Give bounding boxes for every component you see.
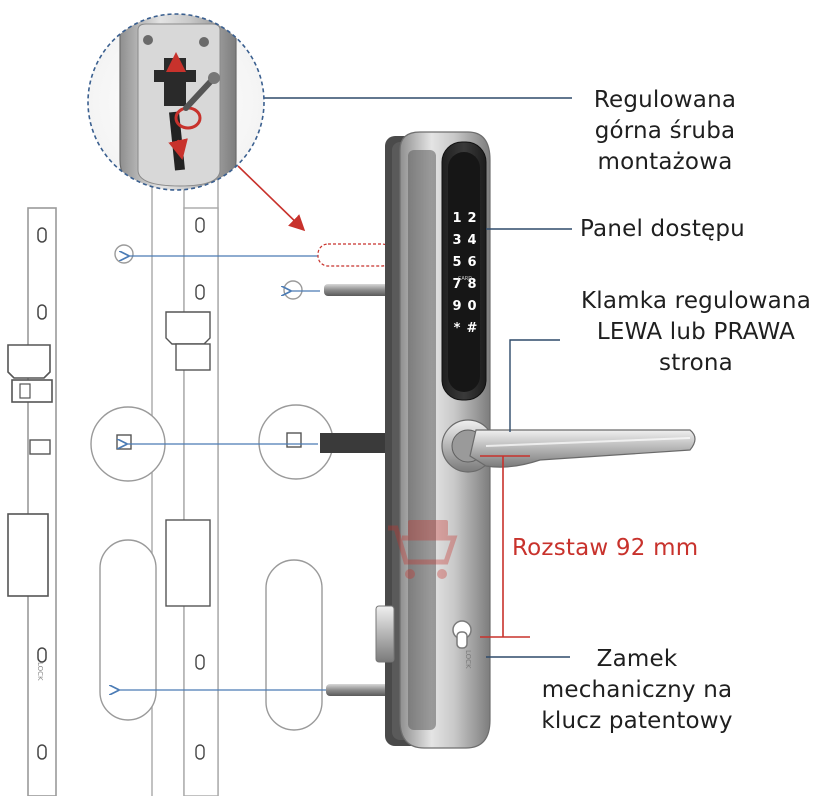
spacing-dimension: [480, 455, 530, 638]
callout-handle-line-2: LEWA lub PRAWA: [596, 319, 796, 345]
screw-hole-icon: [195, 744, 205, 760]
screw-hole-icon: [195, 217, 205, 233]
keypad-key[interactable]: 5: [452, 255, 461, 270]
screw-hole-icon: [37, 227, 47, 243]
callout-handle-line-1: Klamka regulowana: [580, 288, 811, 314]
screw-hole-icon: [37, 744, 47, 760]
screw-hole-icon: [195, 654, 205, 670]
keypad-key[interactable]: 7: [452, 277, 461, 292]
callout-spacing-line-1: Rozstaw 92 mm: [512, 535, 699, 561]
guide-arrows: [118, 256, 330, 690]
callout-panel-line-1: Panel dostępu: [580, 216, 745, 242]
keypad-key[interactable]: 0: [467, 299, 476, 314]
dead-bolt: [7, 513, 49, 597]
callout-lock-line-2: mechaniczny na: [541, 677, 733, 703]
screw-hole-icon: [37, 304, 47, 320]
callout-lines: [232, 97, 572, 658]
keypad-key[interactable]: 1: [452, 211, 461, 226]
keypad-key[interactable]: 2: [467, 211, 476, 226]
spindle-bar: [320, 433, 400, 453]
keypad-key[interactable]: 3: [452, 233, 461, 248]
keypad-key[interactable]: *: [454, 321, 461, 336]
cylinder-lock-label: LOCK: [464, 650, 472, 669]
mounting-pin-upper: [324, 284, 394, 296]
shopping-cart-watermark-icon: [388, 520, 458, 579]
callout-lock-line-3: klucz patentowy: [541, 708, 733, 734]
upper-screw-hole-outline: [317, 243, 393, 267]
spindle-square: [29, 439, 51, 455]
svg-text:LOCK: LOCK: [36, 662, 44, 681]
callout-screw: Regulowana górna śruba montażowa: [570, 85, 760, 178]
screw-hole-icon: [195, 284, 205, 300]
keypad-key[interactable]: 6: [467, 255, 476, 270]
door-outline: [151, 150, 219, 796]
mounting-pin-lower: [326, 684, 396, 696]
callout-screw-line-2: górna śruba: [594, 118, 736, 144]
keypad-key[interactable]: #: [467, 321, 478, 336]
card-reader-label: CARD: [458, 276, 472, 282]
callout-panel: Panel dostępu: [580, 214, 745, 245]
screw-hole-icon: [37, 647, 47, 663]
callout-screw-line-1: Regulowana: [593, 87, 737, 113]
mortise-faceplate: LOCK: [7, 207, 57, 796]
smart-lock-body: [375, 131, 491, 749]
keypad-key[interactable]: 4: [467, 233, 476, 248]
key-cylinder: LOCK: [452, 620, 472, 669]
keypad-key[interactable]: 9: [452, 299, 461, 314]
callout-handle-line-3: strona: [659, 350, 733, 376]
magnified-inset: [87, 13, 306, 232]
keypad-key[interactable]: 8: [467, 277, 476, 292]
callout-spacing: Rozstaw 92 mm: [512, 533, 698, 564]
callout-screw-line-3: montażowa: [597, 149, 733, 175]
callout-lock: Zamek mechaniczny na klucz patentowy: [510, 644, 764, 737]
latch-bolt: [7, 344, 51, 379]
callout-handle: Klamka regulowana LEWA lub PRAWA strona: [560, 286, 832, 379]
lever-handle[interactable]: [441, 419, 696, 473]
callout-lock-line-1: Zamek: [596, 646, 678, 672]
